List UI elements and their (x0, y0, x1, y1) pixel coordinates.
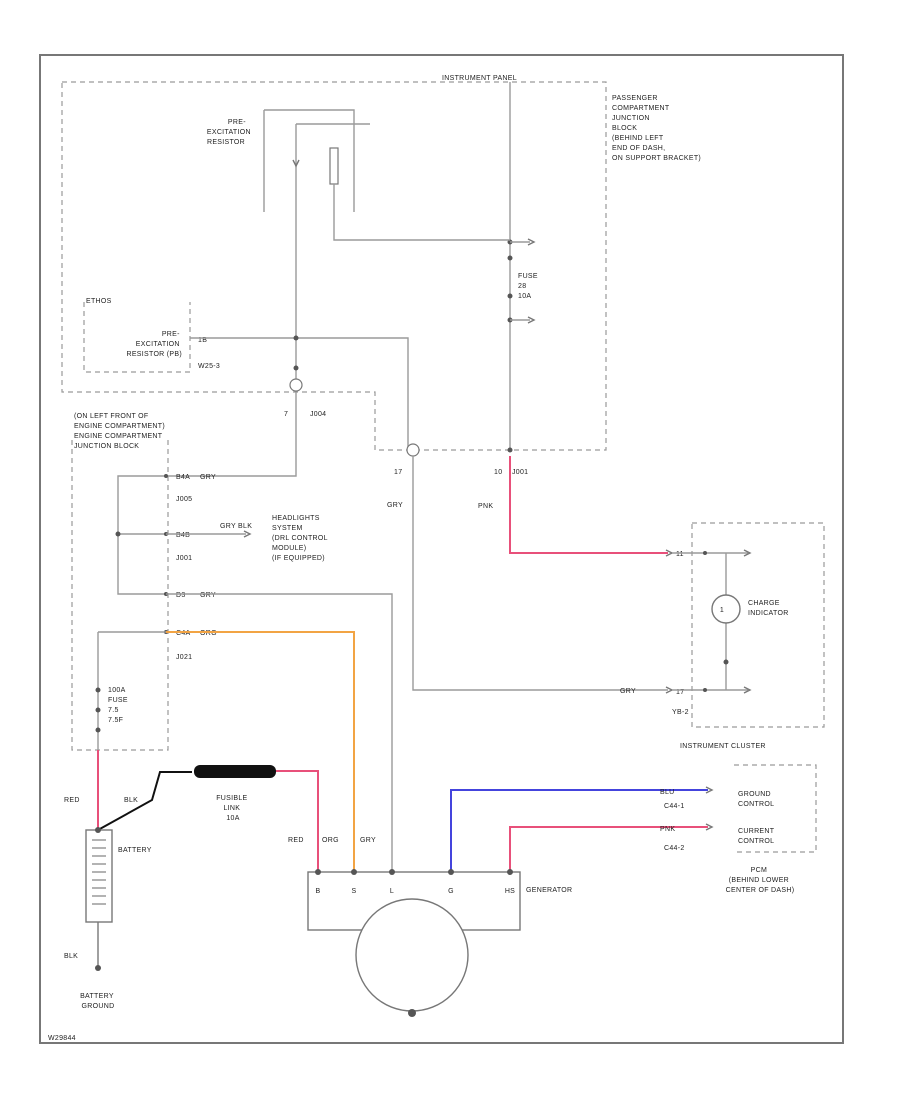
svg-text:BLK: BLK (64, 953, 78, 960)
svg-text:B: B (316, 888, 321, 895)
battery-ground-label: BATTERY GROUND (80, 993, 116, 1010)
svg-text:17: 17 (676, 689, 684, 696)
wire-red-output (276, 770, 319, 872)
pcm-box (734, 764, 817, 853)
instrument-cluster-box (691, 522, 825, 728)
footer-code: W29844 (48, 1035, 76, 1042)
wire-pink-current (509, 826, 708, 872)
svg-text:1: 1 (720, 607, 724, 614)
wire-blue-gnd-control (450, 789, 708, 872)
generator-label: GENERATOR (526, 887, 572, 894)
pcm-label: PCM (BEHIND LOWER CENTER OF DASH) (726, 867, 795, 894)
svg-text:J001: J001 (176, 555, 192, 562)
wire-orange-sense (166, 631, 355, 872)
svg-text:YB-2: YB-2 (672, 709, 689, 716)
svg-text:W25-3: W25-3 (198, 363, 220, 370)
svg-text:G: G (448, 888, 454, 895)
svg-text:ORG: ORG (200, 630, 217, 637)
svg-text:C44-1: C44-1 (664, 803, 685, 810)
battery-label: BATTERY (118, 847, 152, 854)
svg-text:PNK: PNK (660, 826, 675, 833)
pre-resistor-top-label: PRE- EXCITATION RESISTOR (207, 119, 253, 146)
svg-text:ORG: ORG (322, 837, 339, 844)
fuse-28-label: FUSE 28 10A (518, 273, 540, 300)
pcm-ground-control: GROUND CONTROL (738, 791, 774, 808)
connector-17 (406, 443, 420, 457)
fusible-label: FUSIBLE LINK 10A (216, 795, 250, 822)
instrument-cluster-label: INSTRUMENT CLUSTER (680, 743, 766, 750)
svg-text:7: 7 (284, 411, 288, 418)
charge-indicator-label: CHARGE INDICATOR (748, 600, 789, 617)
svg-text:17: 17 (394, 469, 402, 476)
left-tag: ETHOS (86, 298, 112, 305)
svg-text:B4B: B4B (176, 532, 190, 539)
svg-text:C44-2: C44-2 (664, 845, 685, 852)
svg-text:GRY BLK: GRY BLK (220, 523, 252, 530)
svg-text:C4A: C4A (176, 630, 191, 637)
diagram-frame (39, 54, 844, 1044)
charge-indicator-lamp (711, 594, 741, 624)
ecjb-boundary (71, 440, 169, 751)
svg-text:RED: RED (288, 837, 304, 844)
pre-resistor-top-bracket (263, 109, 355, 212)
pre-resistor-left-label: PRE- EXCITATION RESISTOR (PB) (126, 331, 182, 358)
svg-text:1B: 1B (198, 337, 207, 344)
svg-text:GRY: GRY (360, 837, 376, 844)
wire-blk-battery (97, 771, 192, 831)
svg-text:J001: J001 (512, 469, 528, 476)
svg-text:L: L (390, 888, 394, 895)
svg-text:RED: RED (64, 797, 80, 804)
pjb-boundary (61, 81, 607, 451)
svg-text:BLK: BLK (124, 797, 138, 804)
svg-text:J004: J004 (310, 411, 326, 418)
svg-text:HS: HS (505, 888, 515, 895)
svg-text:B4A: B4A (176, 474, 190, 481)
fusible-link (194, 765, 276, 778)
svg-text:GRY: GRY (387, 502, 403, 509)
wire-pink-charge (509, 456, 668, 554)
svg-text:GRY: GRY (620, 688, 636, 695)
battery (85, 829, 113, 923)
drl-label: HEADLIGHTS SYSTEM (DRL CONTROL MODULE) (… (272, 515, 330, 562)
svg-text:D3: D3 (176, 592, 186, 599)
svg-text:GRY: GRY (200, 474, 216, 481)
pcm-current-control: CURRENT CONTROL (738, 828, 776, 845)
svg-text:S: S (352, 888, 357, 895)
svg-text:PNK: PNK (478, 503, 493, 510)
pjb-label: PASSENGER COMPARTMENT JUNCTION BLOCK (BE… (612, 95, 701, 162)
svg-text:11: 11 (676, 551, 684, 558)
svg-text:GRY: GRY (200, 592, 216, 599)
ecjb-label: (ON LEFT FRONT OF ENGINE COMPARTMENT) EN… (74, 413, 167, 450)
svg-text:10: 10 (494, 469, 502, 476)
top-label: INSTRUMENT PANEL (442, 75, 517, 82)
pre-resistor-top (329, 147, 339, 185)
pre-resistor-left-box (83, 302, 191, 373)
svg-text:J021: J021 (176, 654, 192, 661)
svg-text:J005: J005 (176, 496, 192, 503)
generator (355, 898, 469, 1012)
svg-text:BLU: BLU (660, 789, 675, 796)
connector-j004 (289, 378, 303, 392)
fuse-left-label: 100A FUSE 7.5 7.5F (108, 687, 130, 724)
